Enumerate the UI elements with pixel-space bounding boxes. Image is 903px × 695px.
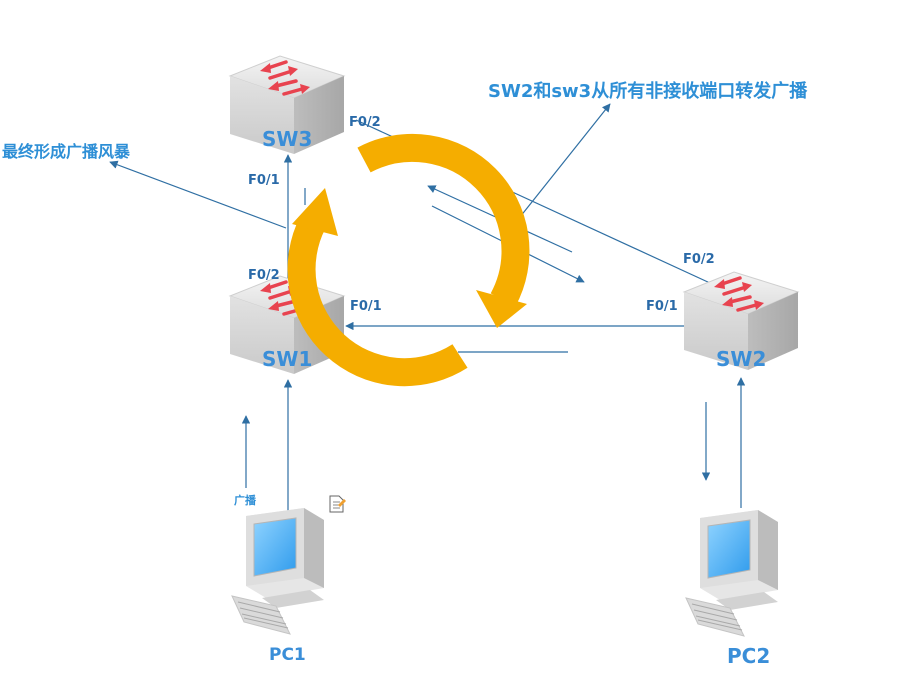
pc2-label: PC2 xyxy=(727,644,770,668)
sw3-port-bottom: F0/1 xyxy=(248,173,280,188)
sw2-port-left: F0/1 xyxy=(646,299,678,314)
sw1-port-right: F0/1 xyxy=(350,299,382,314)
sw2-port-top: F0/2 xyxy=(683,252,715,267)
annotation-storm: 最终形成广播风暴 xyxy=(2,142,131,161)
computer-pc1[interactable] xyxy=(231,507,325,635)
sw1-label: SW1 xyxy=(262,347,312,371)
cycle-arrow-icon xyxy=(287,133,530,387)
sw1-port-top: F0/2 xyxy=(248,268,280,283)
computer-icon xyxy=(231,507,325,635)
switch-sw3[interactable]: SW3 xyxy=(228,54,346,156)
annotation-broadcast: 广播 xyxy=(234,493,257,507)
sw3-port-right: F0/2 xyxy=(349,115,381,130)
pc1-label: PC1 xyxy=(269,645,306,665)
arrow-storm-left xyxy=(109,160,287,229)
annotation-forwarding: SW2和sw3从所有非接收端口转发广播 xyxy=(488,80,808,102)
computer-icon xyxy=(685,509,779,637)
computer-pc2[interactable] xyxy=(685,509,779,637)
sw3-label: SW3 xyxy=(262,127,312,151)
document-icon xyxy=(329,495,346,513)
switch-sw1[interactable]: SW1 xyxy=(228,274,346,376)
switch-sw2[interactable]: SW2 xyxy=(682,270,800,372)
sw2-label: SW2 xyxy=(716,347,766,371)
arrow-forward-topright xyxy=(515,103,611,223)
